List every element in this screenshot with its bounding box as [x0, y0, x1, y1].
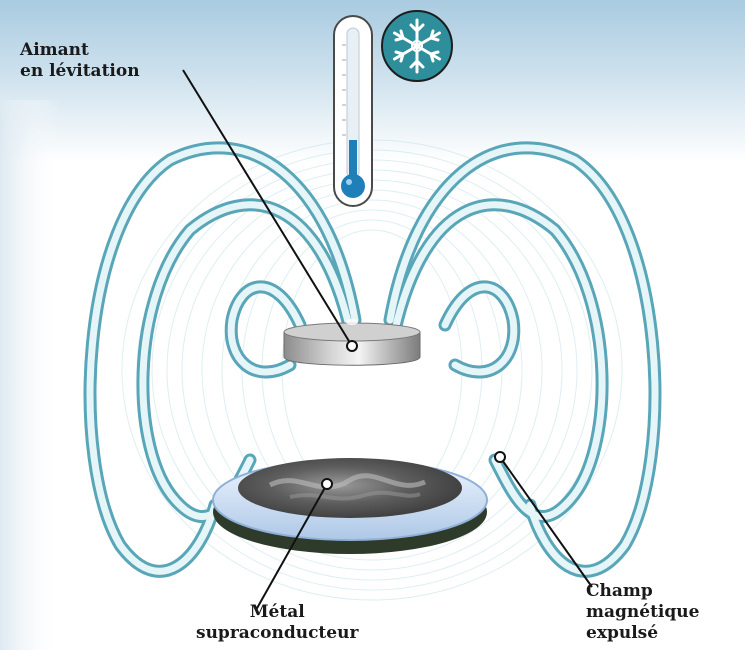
pointer-dot-metal [322, 479, 332, 489]
disk-top [238, 458, 462, 518]
magnet-top [284, 323, 420, 341]
label-levitating-magnet-line-1: Aimant [20, 40, 140, 61]
pointer-dot-magnet [347, 341, 357, 351]
label-expelled-field-line-2: magnétique [586, 602, 699, 623]
label-superconducting-metal-line-1: Métal [196, 602, 358, 623]
superconductor-disk [213, 458, 487, 554]
label-expelled-field: Champ magnétique expulsé [586, 581, 699, 644]
pointer-dot-field [495, 452, 505, 462]
snowflake-icon [382, 11, 452, 81]
label-levitating-magnet: Aimant en lévitation [20, 40, 140, 82]
label-expelled-field-line-3: expulsé [586, 623, 699, 644]
background-left-band [0, 100, 60, 650]
label-superconducting-metal: Métal supraconducteur [196, 602, 358, 644]
label-levitating-magnet-line-2: en lévitation [20, 61, 140, 82]
label-superconducting-metal-line-2: supraconducteur [196, 623, 358, 644]
thermometer-icon [334, 16, 372, 206]
label-expelled-field-line-1: Champ [586, 581, 699, 602]
